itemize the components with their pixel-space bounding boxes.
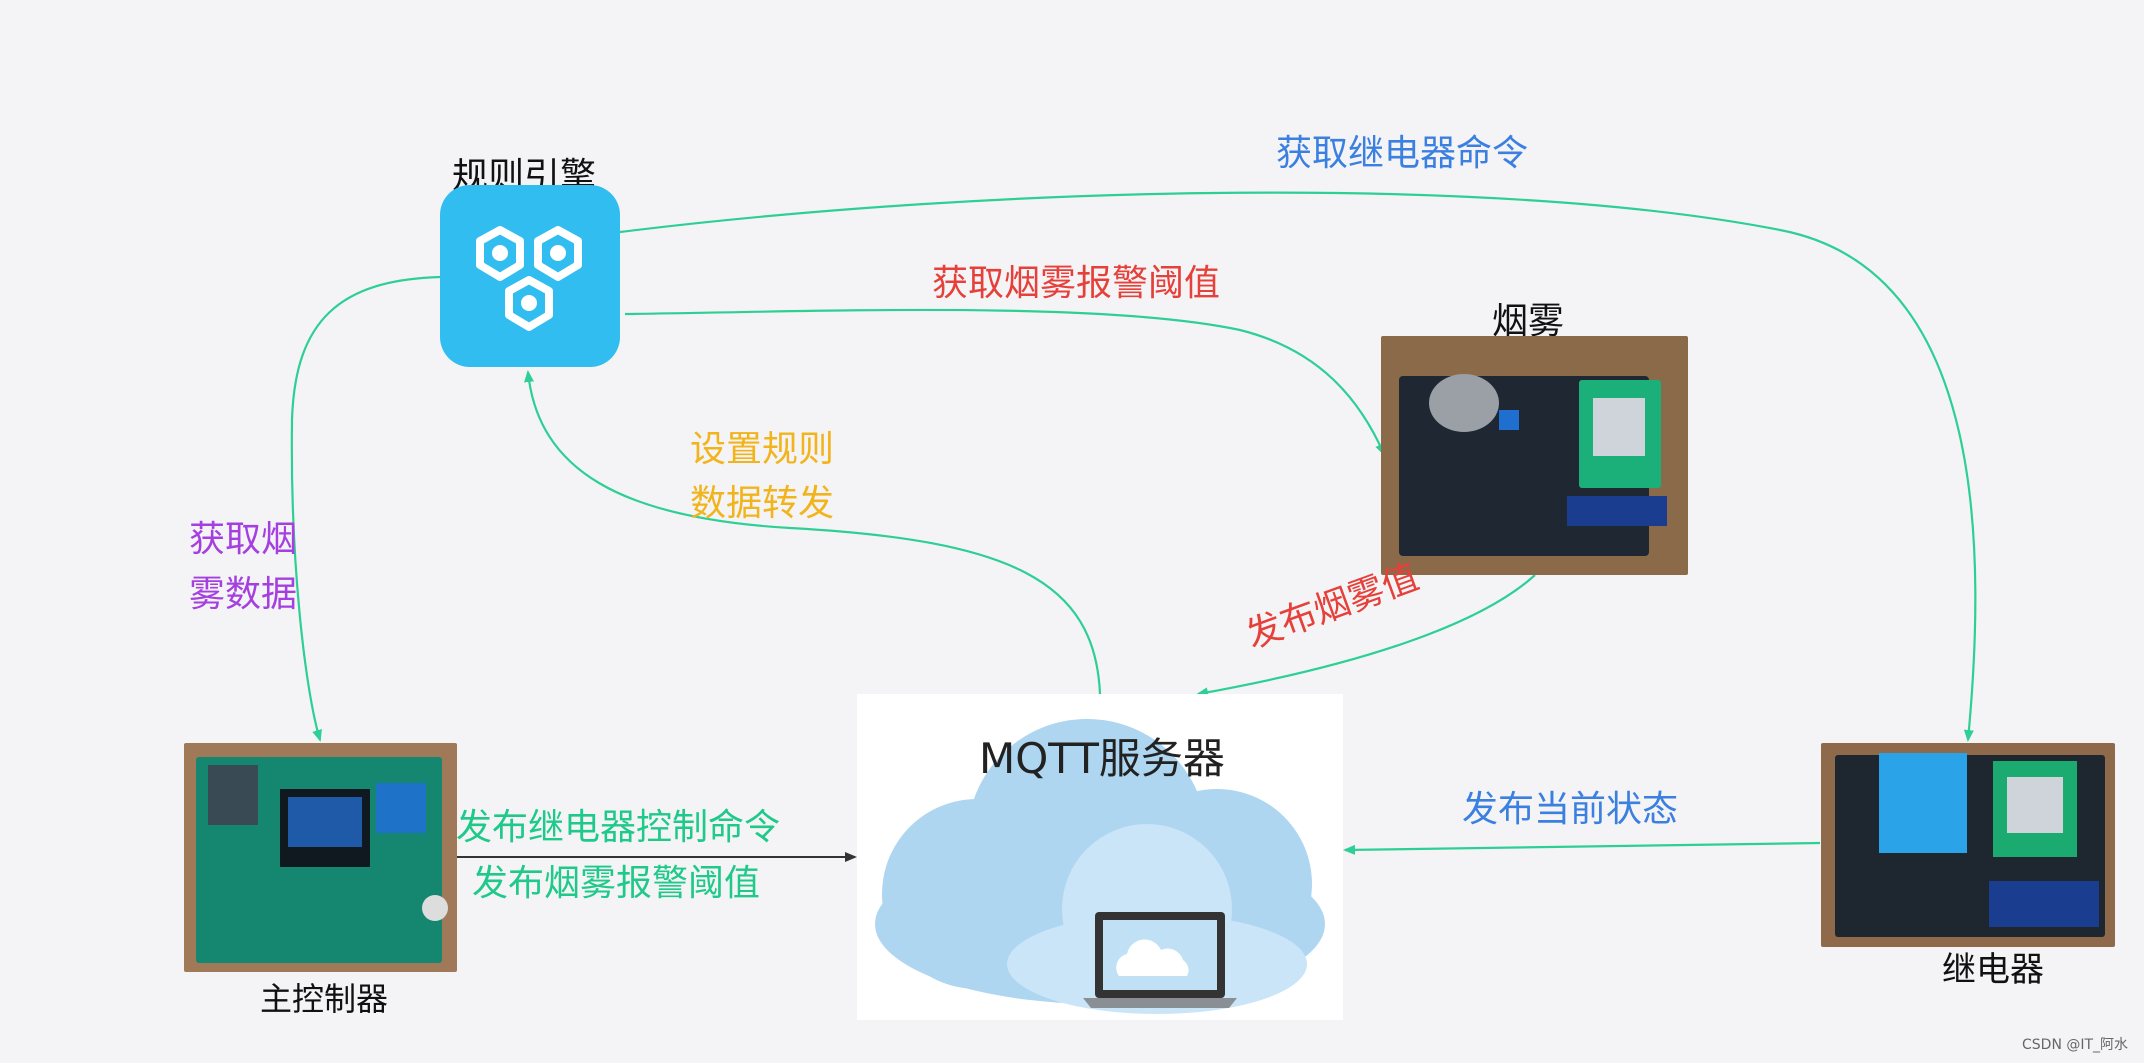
rule-engine-icon xyxy=(440,185,620,367)
cloud-icon xyxy=(875,719,1325,1014)
smoke-label: 烟雾 xyxy=(1492,301,1565,342)
label-set-rules-1: 设置规则 xyxy=(690,429,835,470)
label-get-smoke-data-1: 获取烟 xyxy=(189,519,298,560)
laptop-icon xyxy=(1083,912,1237,1008)
watermark: CSDN @IT_阿水 xyxy=(2022,1037,2129,1053)
smoke-device-image xyxy=(1381,336,1688,575)
label-publish-status: 发布当前状态 xyxy=(1462,789,1679,830)
controller-label: 主控制器 xyxy=(260,980,389,1018)
relay-label: 继电器 xyxy=(1942,950,2044,990)
label-publish-smoke-threshold: 发布烟雾报警阈值 xyxy=(472,863,761,904)
label-get-relay-cmd: 获取继电器命令 xyxy=(1276,133,1529,174)
edge-publish-smoke-value xyxy=(1196,574,1536,698)
label-get-smoke-threshold: 获取烟雾报警阈值 xyxy=(932,263,1221,304)
edge-set-rules xyxy=(524,370,1102,695)
edge-publish-status xyxy=(1343,841,1821,855)
relay-device-image xyxy=(1821,743,2115,947)
edge-get-relay-cmd xyxy=(619,191,1977,742)
rule-engine-gears-icon xyxy=(476,226,582,331)
controller-device-image xyxy=(184,743,457,972)
edge-get-smoke-threshold xyxy=(624,308,1386,456)
label-publish-relay-cmd: 发布继电器控制命令 xyxy=(456,807,781,848)
label-get-smoke-data-2: 雾数据 xyxy=(189,574,298,615)
mqtt-server: MQTT服务器 xyxy=(857,694,1343,1020)
edge-get-smoke-data xyxy=(290,275,441,742)
label-set-rules-2: 数据转发 xyxy=(690,483,835,524)
mqtt-label: MQTT服务器 xyxy=(979,734,1225,783)
